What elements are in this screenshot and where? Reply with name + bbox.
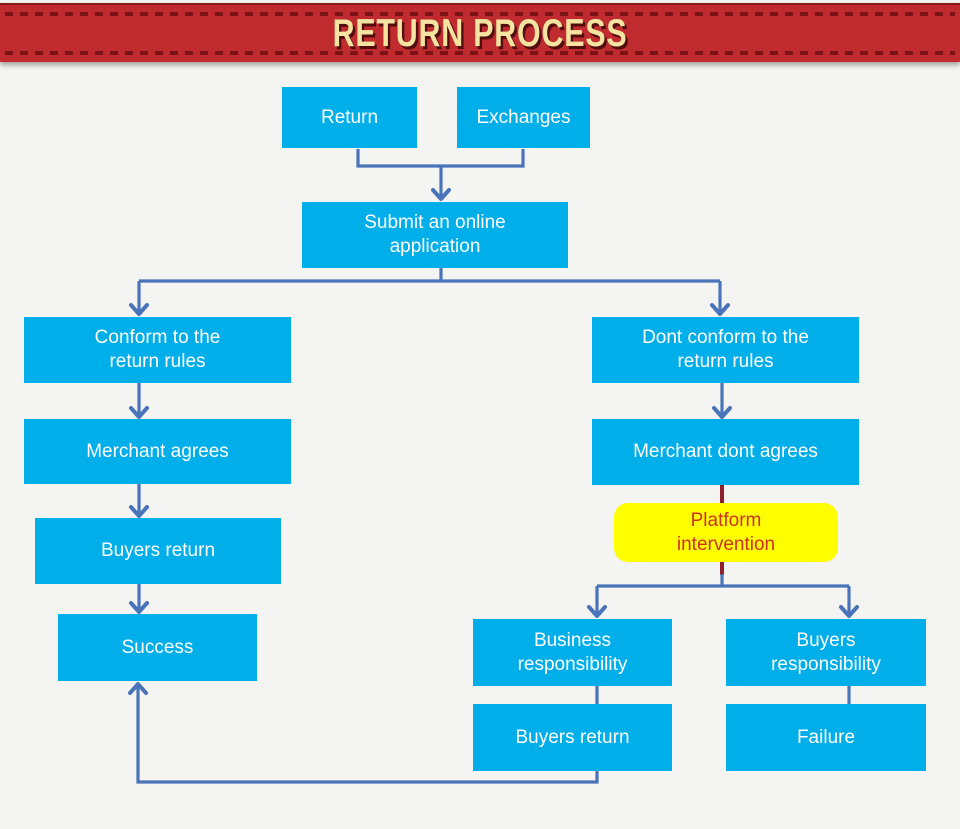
node-conform-rules: Conform to the return rules (24, 317, 291, 383)
title-wrap: RETURN PROCESS (0, 5, 960, 62)
node-success: Success (58, 614, 257, 681)
arrowhead-merchant-agrees (129, 406, 149, 419)
node-buyers-return-left: Buyers return (35, 518, 281, 584)
arrowhead-business-responsibility (587, 605, 607, 618)
node-submit-application: Submit an online application (302, 202, 568, 268)
node-buyers-return-right: Buyers return (473, 704, 672, 771)
arrowhead-buyers-responsibility (839, 605, 859, 618)
banner-dash-bottom (5, 51, 955, 55)
arrowhead-merchant-dont-agrees (712, 406, 732, 419)
arrowhead-success (129, 601, 149, 614)
node-business-responsibility: Business responsibility (473, 619, 672, 686)
arrowhead-submit (431, 188, 451, 201)
node-merchant-dont-agrees: Merchant dont agrees (592, 419, 859, 485)
node-merchant-agrees: Merchant agrees (24, 419, 291, 484)
banner-dash-top (5, 12, 955, 16)
arrowhead-buyers-return-left (129, 505, 149, 518)
node-buyers-responsibility: Buyers responsibility (726, 619, 926, 686)
arrowhead-loop-success (128, 682, 148, 695)
node-platform-intervention: Platform intervention (614, 503, 838, 562)
page-title: RETURN PROCESS (332, 11, 628, 55)
node-return: Return (282, 87, 417, 148)
title-banner: RETURN PROCESS (0, 3, 960, 62)
node-failure: Failure (726, 704, 926, 771)
arrowhead-conform (129, 303, 149, 316)
arrowhead-dont-conform (710, 303, 730, 316)
node-exchanges: Exchanges (457, 87, 590, 148)
connector-merge-top (356, 149, 525, 168)
node-dont-conform-rules: Dont conform to the return rules (592, 317, 859, 383)
